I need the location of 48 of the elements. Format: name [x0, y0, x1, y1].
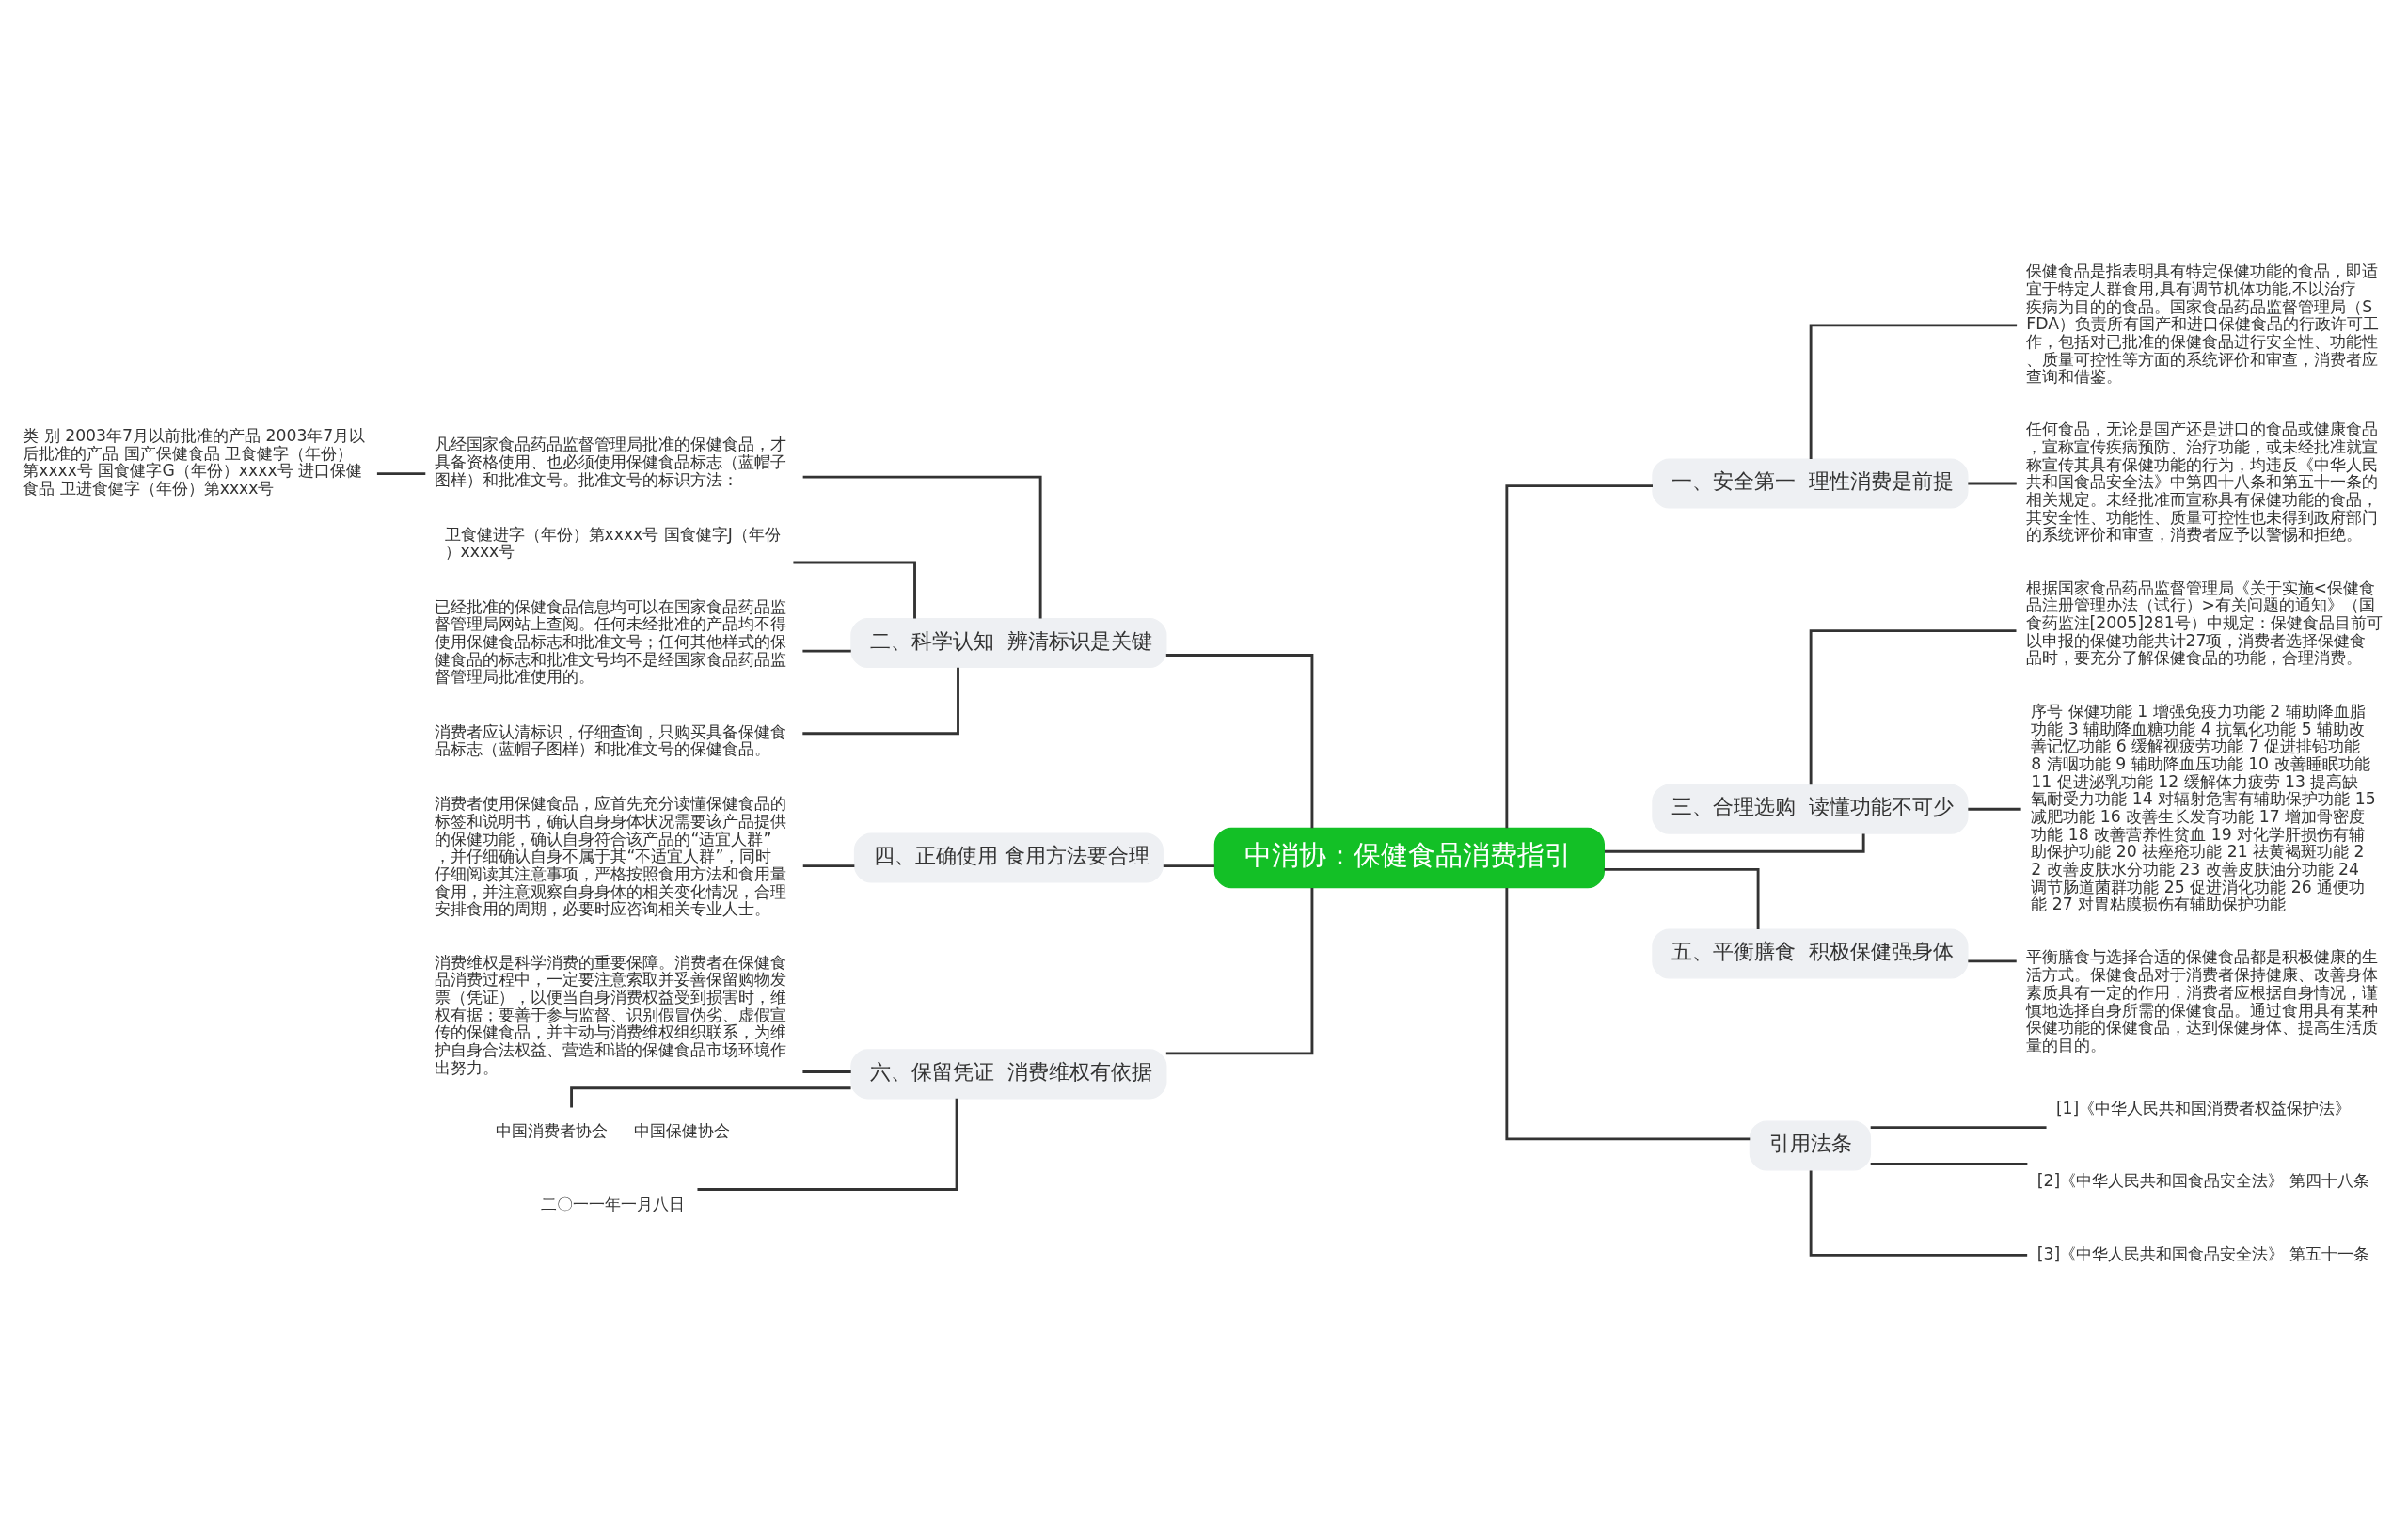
node-text: 消费者应认清标识，仔细查询，只购买具备保健食品标志（蓝帽子图样）和批准文号的保健食品。 [435, 721, 787, 758]
node-text: 保健食品是指表明具有特定保健功能的食品，即适宜于特定人群食用,具有调节机体功能,不以治疗疾病为目的的食品。国家食品药品监督管理局（SFDA）负责所有国产和进口保健食品的行政许可工作，包括对已批准的保健食品进行安全性、功能性、质量可控性等方面的系统评价和审查，消费者应查询和借鉴。 [2026, 261, 2379, 386]
node-text: 卫食健进字（年份）第xxxx号 国食健字J（年份）xxxx号 [444, 524, 781, 561]
connector [1809, 323, 2018, 459]
connector [802, 475, 1042, 618]
node-text: 中国消费者协会 中国保健协会 [496, 1120, 730, 1140]
connector [1968, 959, 2017, 962]
connector [1870, 1162, 2028, 1165]
connector [802, 667, 959, 735]
connector [1968, 807, 2021, 811]
node-box: 二、科学认知 辨清标识是关键 [850, 617, 1167, 668]
node-box: 六、保留凭证 消费维权有依据 [850, 1048, 1167, 1099]
connector [1604, 832, 1865, 853]
node-text: [1]《中华人民共和国消费者权益保护法》 [2055, 1098, 2352, 1117]
node-box: 四、正确使用 食用方法要合理 [853, 832, 1164, 883]
node-text: 序号 保健功能 1 增强免疫力功能 2 辅助降血脂功能 3 辅助降血糖功能 4 抗氧化功能 5 辅助改善记忆功能 6 缓解视疲劳功能 7 促进排铅功能 8 清咽功能 9 辅助降血压功能 10 改善睡眠功能 11 促进泌乳功能 12 缓解体力疲劳 13 提高缺氧耐受力功能 14 对辐射危害有辅助保护功能 15 减肥功能 16 改善生长发育功能 17 增加骨密度功能 18 改善营养性贫血 19 对化学肝损伤有辅助保护功能 20 祛痤疮功能 21 祛黄褐斑功能 22 改善皮肤水分功能 23 改善皮肤油分功能 24 调节肠道菌群功能 25 促进消化功能 26 通便功能 27 对胃粘膜损伤有辅助保护功能 [2031, 701, 2376, 913]
node-text: 平衡膳食与选择合适的保健食品都是积极健康的生活方式。保健食品对于消费者保持健康、改善身体素质具有一定的作用，消费者应根据自身情况，谨慎地选择自身所需的保健食品。通过食用具有某种保健功能的保健食品，达到保健身体、提高生活质量的目的。 [2026, 946, 2379, 1054]
connector [1809, 628, 2017, 784]
node-box: 五、平衡膳食 积极保健强身体 [1652, 927, 1969, 979]
node-text: 凡经国家食品药品监督管理局批准的保健食品，才具备资格使用、也必须使用保健食品标志（蓝帽子图样）和批准文号。批准文号的标识方法： [435, 434, 787, 489]
connector [793, 561, 916, 618]
node-box: 引用法条 [1749, 1119, 1872, 1171]
connector [1505, 483, 1653, 828]
node-box: 三、合理选购 读懂功能不可少 [1652, 784, 1969, 834]
connector [1968, 482, 2017, 484]
connector [1165, 887, 1314, 1054]
connector [1163, 864, 1214, 867]
node-text: [2]《中华人民共和国食品安全法》 第四十八条 [2036, 1170, 2369, 1190]
connector [802, 649, 851, 653]
connector [802, 1070, 851, 1073]
connector [1870, 1125, 2047, 1129]
connector [1505, 887, 1751, 1140]
connector [1809, 1169, 2028, 1257]
node-box: 一、安全第一 理性消费是前提 [1652, 457, 1969, 509]
node-text: 已经批准的保健食品信息均可以在国家食品药品监督管理局网站上查阅。任何未经批准的产品均不得使用保健食品标志和批准文号；任何其他样式的保健食品的标志和批准文号均不是经国家食品药品监督管理局批准使用的。 [435, 596, 787, 686]
connector [1165, 653, 1314, 828]
node-text: [3]《中华人民共和国食品安全法》 第五十一条 [2036, 1244, 2369, 1263]
node-text: 根据国家食品药品监督管理局《关于实施<保健食品注册管理办法（试行）>有关问题的通知》（国食药监注[2005]281号）中规定：保健食品目前可以申报的保健功能共计27项，消费者选择保健食品时，要充分了解保健食品的功能，合理消费。 [2025, 578, 2383, 667]
node-text: 二〇一一年一月八日 [540, 1194, 685, 1213]
node-text: 消费者使用保健食品，应首先充分读懂保健食品的标签和说明书，确认自身身体状况需要该产品提供的保健功能，确认自身符合该产品的“适宜人群”，并仔细确认自身不属于其“不适宜人群”，同时仔细阅读其注意事项，严格按照食用方法和食用量食用，并注意观察自身身体的相关变化情况，合理安排食用的周期，必要时应咨询相关专业人士。 [435, 793, 787, 918]
connector [1604, 867, 1760, 929]
connector [802, 864, 855, 867]
connector [697, 1098, 958, 1191]
node-text: 任何食品，无论是国产还是进口的食品或健康食品，宣称宣传疾病预防、治疗功能，或未经批准就宣称宣传其具有保健功能的行为，均违反《中华人民共和国食品安全法》中第四十八条和第五十一条的相关规定。未经批准而宣称具有保健功能的食品，其安全性、功能性、质量可控性也未得到政府部门的系统评价和审查，消费者应予以警惕和拒绝。 [2026, 419, 2379, 544]
connector [376, 471, 426, 475]
node-text: 消费维权是科学消费的重要保障。消费者在保健食品消费过程中，一定要注意索取并妥善保留购物发票（凭证），以便当自身消费权益受到损害时，维权有据；要善于参与监督、识别假冒伪劣、虚假宣传的保健食品，并主动与消费维权组织联系，为维护自身合法权益、营造和谐的保健食品市场环境作出努力。 [435, 951, 787, 1077]
node-box: 中消协：保健食品消费指引 [1213, 827, 1605, 888]
node-text: 类 别 2003年7月以前批准的产品 2003年7月以后批准的产品 国产保健食品 卫食健字（年份）第xxxx号 国食健字G（年份）xxxx号 进口保健食品 卫进食健字（年份）第xxxx号 [23, 425, 366, 498]
